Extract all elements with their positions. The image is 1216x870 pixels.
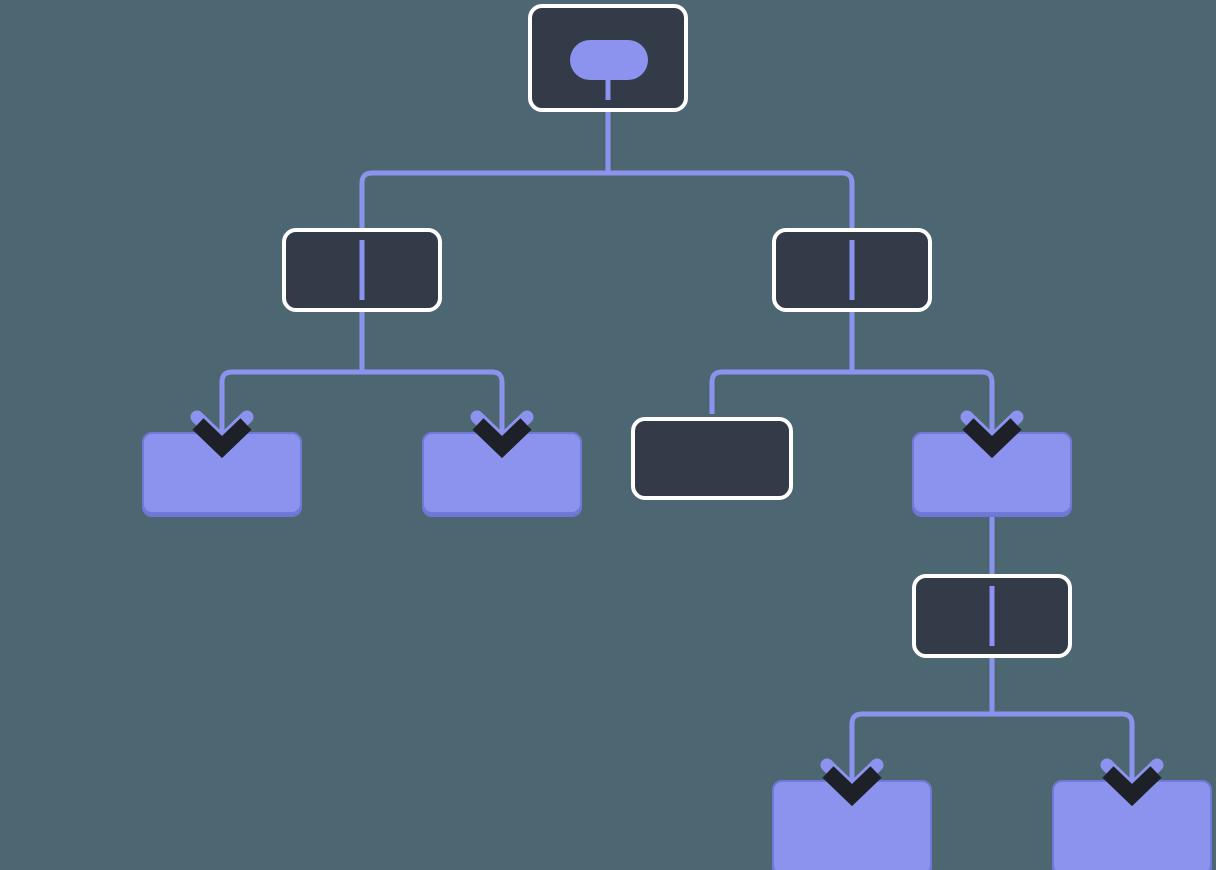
edge-nr-to-nrr xyxy=(852,369,995,436)
node-level3-right-child[interactable] xyxy=(912,574,1072,658)
node-level2-left-left[interactable] xyxy=(142,432,302,514)
node-level4-right[interactable] xyxy=(1052,780,1212,870)
node-level1-right[interactable] xyxy=(772,228,932,312)
node-level2-right-right[interactable] xyxy=(912,432,1072,514)
edge-nl-to-nlr xyxy=(362,369,505,436)
edge-nr-to-nrl xyxy=(709,369,852,414)
node-level4-left[interactable] xyxy=(772,780,932,870)
root-node-pill xyxy=(570,40,648,80)
node-level2-right-left[interactable] xyxy=(631,417,793,500)
edge-nrrc-to-nrrr xyxy=(992,711,1135,784)
node-level2-left-right[interactable] xyxy=(422,432,582,514)
edge-nl-to-nll xyxy=(219,369,362,436)
node-level1-left[interactable] xyxy=(282,228,442,312)
edge-nrrc-to-nrrl xyxy=(849,711,992,784)
